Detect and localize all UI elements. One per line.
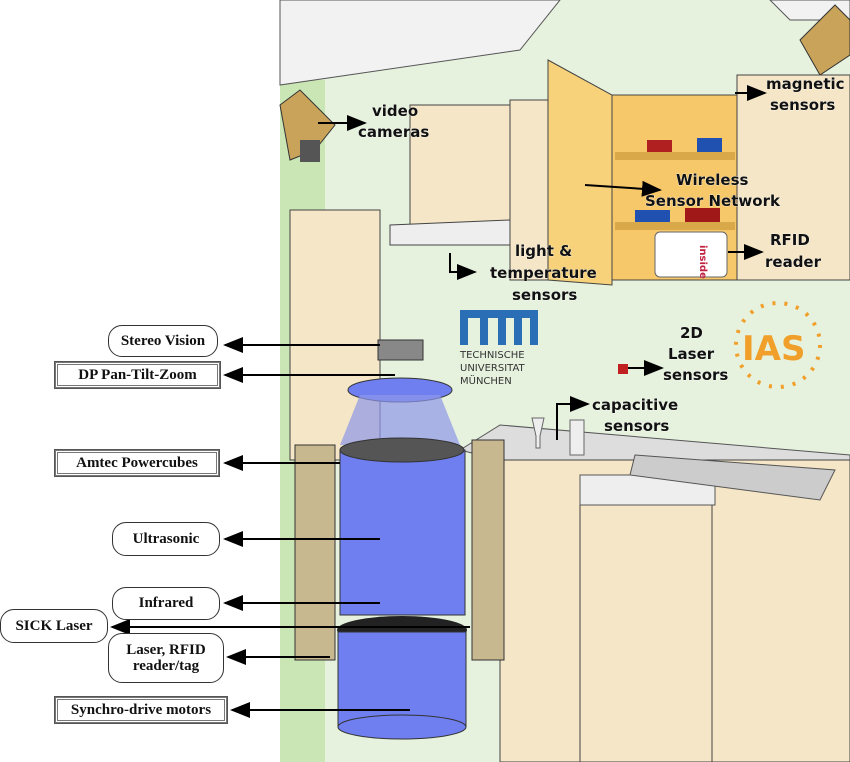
- open-cabinet-door: [547, 59, 613, 286]
- shelf: [615, 222, 735, 230]
- ultrasonic-label: Ultrasonic: [112, 522, 220, 556]
- tum-logo: TECHNISCHE UNIVERSITAT MÜNCHEN: [459, 310, 538, 387]
- rfid-reader-label: reader: [765, 253, 822, 271]
- magnetic-sensors-label: magnetic: [766, 75, 845, 93]
- red-pot: [685, 208, 720, 222]
- light-temperature-sensors-label: temperature: [490, 264, 597, 282]
- robot: [294, 339, 505, 740]
- stereo-vision-label: Stereo Vision: [108, 325, 218, 357]
- laser-rfid-label-line1: Laser, RFID: [126, 641, 206, 658]
- red-pot: [647, 140, 672, 152]
- pan-tilt-zoom-label: DP Pan-Tilt-Zoom: [54, 361, 221, 389]
- rfid-reader-label: RFID: [770, 231, 810, 249]
- video-camera-left: [279, 89, 336, 162]
- laser-rfid-label-line2: reader/tag: [132, 658, 200, 674]
- svg-text:TECHNISCHE: TECHNISCHE: [459, 350, 525, 361]
- ias-logo: IAS: [734, 301, 822, 389]
- rfid-reader-box: [654, 231, 728, 278]
- blue-pot: [635, 210, 670, 222]
- sink: [629, 454, 836, 501]
- video-cameras-label: cameras: [358, 123, 429, 141]
- wireless-sensor-network-label: Wireless: [676, 171, 749, 189]
- amtec-powercubes-label: Amtec Powercubes: [54, 449, 220, 477]
- cup: [569, 419, 585, 456]
- wireless-sensor-network-label: Sensor Network: [645, 192, 781, 210]
- stereo-camera-head: [377, 339, 424, 361]
- video-camera-right: [799, 4, 850, 76]
- upper-cabinet-left: [409, 104, 511, 226]
- blue-pot: [697, 138, 722, 152]
- 2d-laser-sensors-label: sensors: [663, 366, 728, 384]
- svg-text:UNIVERSITAT: UNIVERSITAT: [460, 363, 526, 374]
- robot-body: [339, 449, 466, 616]
- robot-arm-left: [294, 444, 336, 661]
- lower-cabinets: [499, 459, 850, 762]
- synchro-drive-motors-label: Synchro-drive motors: [54, 696, 228, 724]
- svg-text:IAS: IAS: [742, 329, 805, 369]
- robot-arm-right: [471, 439, 505, 661]
- magnetic-sensors-label: sensors: [770, 96, 835, 114]
- infrared-label: Infrared: [112, 587, 220, 620]
- upper-cabinet-side: [509, 99, 551, 281]
- shelf: [615, 152, 735, 160]
- robot-base: [337, 631, 467, 728]
- light-temperature-sensors-label: light &: [515, 242, 572, 260]
- glass: [531, 417, 545, 449]
- capacitive-sensors-label: sensors: [604, 417, 669, 435]
- ceiling-vent: [279, 0, 561, 86]
- pointer-arrows: [110, 85, 767, 718]
- rfid-box-label: inside: [697, 245, 708, 279]
- svg-text:MÜNCHEN: MÜNCHEN: [460, 374, 512, 387]
- video-cameras-label: video: [372, 102, 418, 120]
- capacitive-sensors-label: capacitive: [592, 396, 678, 414]
- laser-rfid-label: Laser, RFID reader/tag: [108, 633, 224, 683]
- light-temperature-sensors-label: sensors: [512, 286, 577, 304]
- 2d-laser-sensors-label: Laser: [668, 345, 715, 363]
- 2d-laser-sensors-label: 2D: [680, 324, 703, 342]
- range-hood: [389, 219, 511, 246]
- laser-sensor-device: [618, 364, 628, 374]
- sick-laser-label: SICK Laser: [0, 609, 108, 643]
